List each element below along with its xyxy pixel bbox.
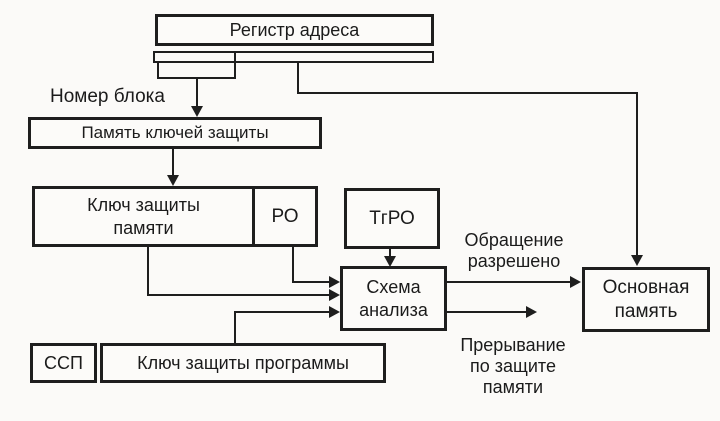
connector-interrupt-arrowhead [526,306,537,318]
memory-protection-key-cell: Ключ защиты памяти [87,195,200,238]
ro-cell-divider [252,189,255,244]
address-register-field-strip [153,51,434,63]
node-address-register-label: Регистр адреса [229,19,360,40]
connector-ro-across [292,281,330,283]
connector-bracket-right [234,62,236,79]
node-protection-keys-memory-label: Память ключей защиты [81,123,269,143]
connector-interrupt [447,311,527,313]
connector-progkey-across [234,311,330,313]
node-ssp: ССП [30,343,97,383]
label-access-allowed: Обращение разрешено [464,230,564,272]
label-protection-interrupt: Прерывание по защите памяти [460,335,566,398]
connector-kzp-arrowhead [329,289,340,301]
connector-bracket-left [157,62,159,79]
connector-kzp-down [147,247,149,296]
strip-field-divider [234,51,236,63]
connector-tgro-stem [389,249,391,258]
connector-addr-arrowhead [631,255,643,266]
connector-access-allowed-arrowhead [570,276,581,288]
connector-addr-down-right [636,92,638,256]
connector-blocknum-arrowhead [191,106,203,117]
connector-kzp-across [147,294,330,296]
node-analysis-circuit: Схема анализа [340,266,447,331]
node-program-protection-key: Ключ защиты программы [100,343,386,383]
connector-addr-across [297,92,638,94]
label-block-number: Номер блока [50,86,165,107]
node-tgro: ТгРО [344,188,440,249]
connector-keysmem-stem [172,149,174,176]
node-main-memory: Основная память [582,267,710,332]
connector-keysmem-arrowhead [167,175,179,186]
node-protection-keys-memory: Память ключей защиты [28,117,322,149]
node-address-register: Регистр адреса [155,14,434,46]
connector-addr-tap-down [297,62,299,94]
connector-ro-down [292,247,294,283]
connector-ro-arrowhead [329,276,340,288]
connector-progkey-arrowhead [329,306,340,318]
node-memory-protection-key: Ключ защиты памяти РО [32,186,318,247]
connector-blocknum-stem [196,78,198,107]
node-ro: РО [271,205,299,227]
connector-access-allowed [447,281,571,283]
connector-progkey-up [234,311,236,344]
connector-tgro-arrowhead [384,256,396,267]
